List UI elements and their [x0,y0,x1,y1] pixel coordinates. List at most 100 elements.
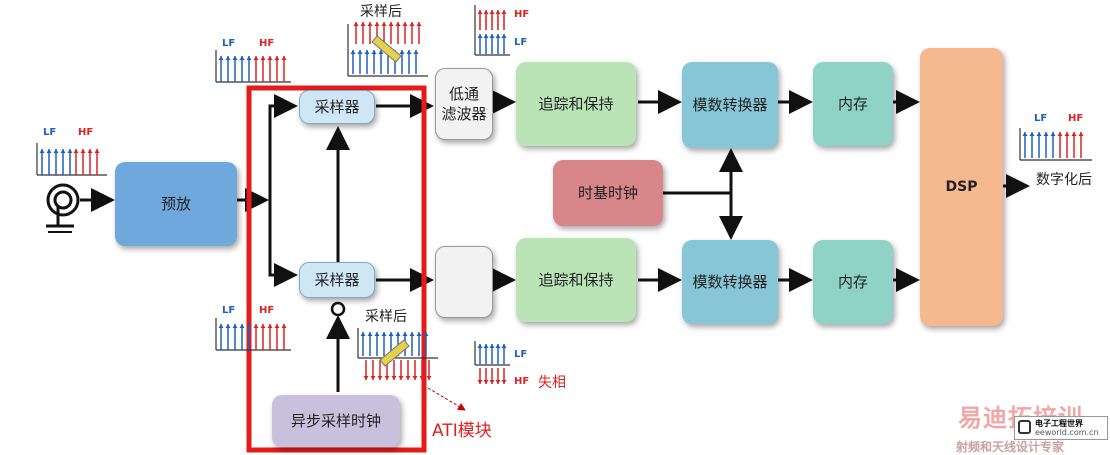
spectrum-icon [73,149,79,153]
watermark-tagline: 射频和天线设计专家 [956,440,1065,454]
hf-label: HF [259,38,275,49]
memory-top-block: 内存 [813,62,893,146]
spectrum-icon [274,324,280,328]
watermark-site: eeworld.com.cn [1035,428,1099,437]
spectrum-icon [477,344,483,348]
spectrum-icon [501,34,507,38]
spectrum-icon [39,149,45,153]
spectrum-icon [495,344,501,348]
spectrum-icon [419,376,425,380]
sampler-top-block: 采样器 [299,90,375,124]
spectrum-icon [381,332,387,336]
hf-label: HF [78,127,94,138]
spectrum-icon [370,376,376,380]
spectrum-icon [398,376,404,380]
spectrum-icon [388,22,394,26]
timebase-clock-block: 时基时钟 [553,160,663,226]
spectrum-icon [483,34,489,38]
spectrum-icon [483,344,489,348]
spectrum-icon [260,324,266,328]
spectrum-icon [374,332,380,336]
lf-label: LF [222,305,236,316]
watermark-logo-box: 电子工程世界 eeworld.com.cn [1014,416,1108,440]
spectrum-icon [406,50,412,54]
spectrum-icon [395,22,401,26]
spectrum-icon [413,50,419,54]
spectrum-icon [353,22,359,26]
async-clock-block: 异步采样时钟 [272,395,400,447]
adc-bottom-block: 模数转换器 [682,240,778,324]
spectrum-icon [378,50,384,54]
adc-top-block: 模数转换器 [682,62,778,148]
spectrum-icon [225,324,231,328]
hf-label: HF [514,9,530,20]
spectrum-icon [53,149,59,153]
spectrum-icon [1078,132,1084,136]
memory-bottom-block: 内存 [813,240,893,324]
spectrum-icon [239,56,245,60]
spectrum-icon [416,332,422,336]
lf-label: LF [1034,113,1048,124]
spectrum-icon [267,56,273,60]
ati-module-border [246,85,427,453]
spectrum-icon [371,35,402,63]
spectrum-icon [501,344,507,348]
spectrum-icon [253,56,259,60]
spectrum-icon [1022,132,1028,136]
lowpass-filter-block: 低通 滤波器 [435,68,493,140]
spectrum-icon [405,376,411,380]
spectrum-icon [1050,132,1056,136]
spectrum-icon [384,376,390,380]
spectrum-icon [281,56,287,60]
spectrum-icon [367,332,373,336]
spectrum-icon [426,376,432,380]
spectrum-icon [495,34,501,38]
spectrum-icon [246,56,252,60]
empty-filter-block [435,246,493,318]
dsp-block: DSP [920,48,1003,326]
spectrum-icon [80,149,86,153]
spectrum-icon [46,149,52,153]
spectrum-icon [477,34,483,38]
spectrum-icon [232,324,238,328]
after-sampling-top-label: 采样后 [360,4,402,20]
spectrum-icon [87,149,93,153]
spectrum-icon [218,56,224,60]
antenna-icon [46,183,80,233]
spectrum-icon [399,50,405,54]
spectrum-icon [371,50,377,54]
spectrum-icon [423,332,429,336]
spectrum-icon [274,56,280,60]
spectrum-icon [246,324,252,328]
after-sampling-bottom-label: 采样后 [365,309,407,325]
spectrum-icon [367,22,373,26]
digitized-label: 数字化后 [1036,172,1092,188]
spectrum-icon [409,332,415,336]
watermark: 易迪拓培训 电子工程世界 eeworld.com.cn 射频和天线设计专家 [952,398,1108,454]
preamp-block: 预放 [115,162,237,246]
spectrum-icon [477,380,483,384]
spectrum-icon [1071,132,1077,136]
hf-label: HF [514,376,530,387]
spectrum-icon [489,380,495,384]
spectrum-icon [495,380,501,384]
spectrum-icon [395,332,401,336]
spectrum-icon [501,380,507,384]
phase-loss-label: 失相 [538,375,566,391]
spectrum-icon [94,149,100,153]
spectrum-icon [360,22,366,26]
spectrum-icon [364,50,370,54]
spectrum-icon [416,22,422,26]
hf-label: HF [1068,113,1084,124]
spectrum-icon [239,324,245,328]
spectrum-icon [381,22,387,26]
spectrum-icon [379,339,410,367]
spectrum-icon [377,376,383,380]
spectrum-icon [350,50,356,54]
spectrum-icon [357,50,363,54]
lf-label: LF [514,349,528,360]
spectrum-icon [1036,132,1042,136]
spectrum-icon [225,56,231,60]
spectrum-icon [402,22,408,26]
